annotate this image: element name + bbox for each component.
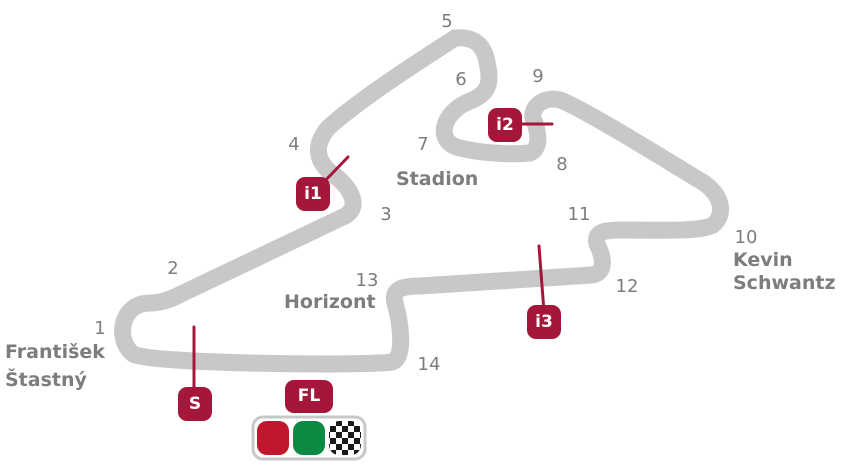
svg-text:i1: i1 [304,184,322,204]
marker-start: S [178,387,212,421]
corner-name-7: Stadion [396,168,478,190]
corner-number-4: 4 [288,134,299,155]
svg-text:i3: i3 [535,312,553,332]
corner-number-8: 8 [556,154,567,175]
corner-number-9: 9 [532,66,543,87]
corner-number-2: 2 [167,258,178,279]
corner-name-13: Horizont [284,291,376,313]
lights-panel [251,415,367,461]
svg-text:FL: FL [298,386,321,406]
corner-number-13: 13 [356,270,379,291]
svg-text:i2: i2 [496,115,514,135]
corner-number-14: 14 [418,354,441,375]
red-light-icon [257,421,289,455]
corner-number-1: 1 [94,318,105,339]
corner-number-11: 11 [568,204,591,225]
split-3-line [537,244,546,314]
corner-number-7: 7 [417,134,428,155]
corner-number-10: 10 [735,227,758,248]
track-outline [114,29,730,373]
corner-number-6: 6 [455,69,466,90]
marker-finish-line: FL [285,380,333,413]
corner-number-5: 5 [441,11,452,32]
svg-text:S: S [189,394,201,414]
corner-number-3: 3 [380,204,391,225]
marker-i3: i3 [527,305,561,339]
green-light-icon [293,421,325,455]
chequered-flag-icon [329,421,361,455]
corner-number-12: 12 [616,276,639,297]
marker-i2: i2 [488,108,522,142]
marker-i1: i1 [296,177,330,211]
